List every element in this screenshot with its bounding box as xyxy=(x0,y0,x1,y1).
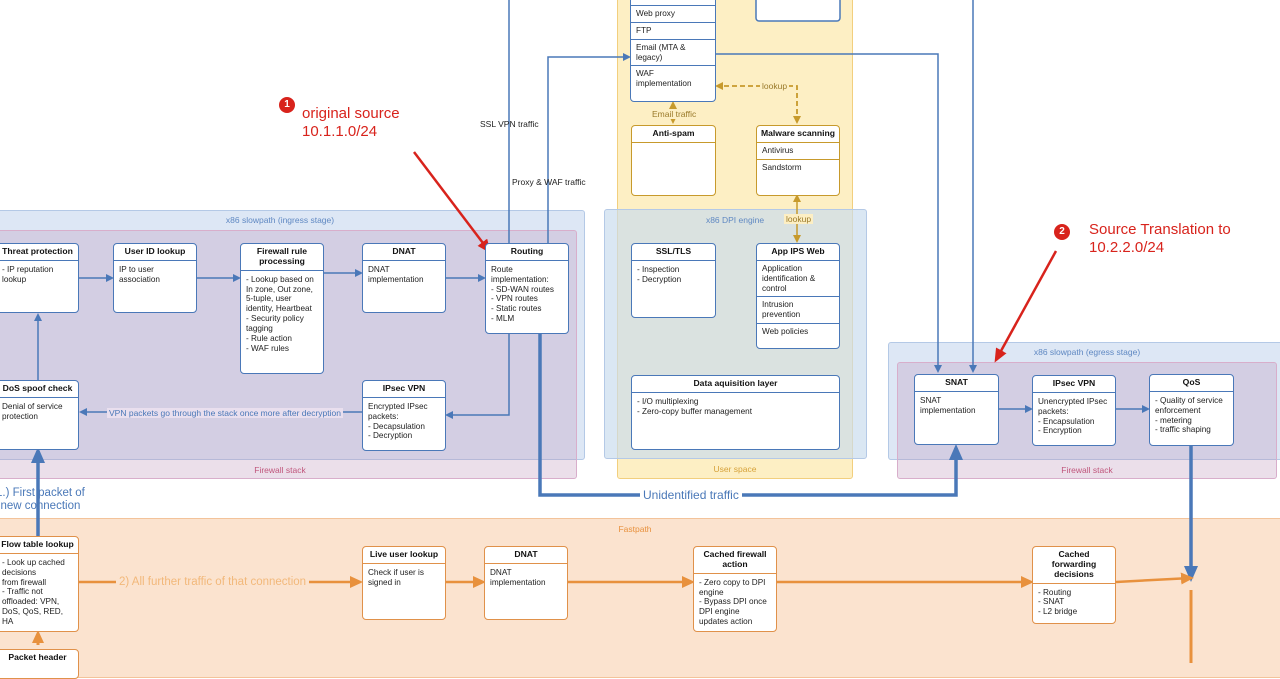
user-id-lookup-body: IP to user association xyxy=(119,264,160,284)
data-acquisition-body: - I/O multiplexing - Zero-copy buffer ma… xyxy=(637,396,752,416)
egress-label: x86 slowpath (egress stage) xyxy=(1033,347,1141,357)
proxy-item-header xyxy=(631,0,715,6)
threat-protection-title: Threat protection xyxy=(0,244,78,261)
app-ips-item-web: Web policies xyxy=(762,327,809,337)
firewall-rule-body: - Lookup based on In zone, Out zone, 5-t… xyxy=(246,274,314,353)
data-acquisition-title: Data aquisition layer xyxy=(632,376,839,393)
anti-spam-title: Anti-spam xyxy=(632,126,715,143)
dnat-ingress-title: DNAT xyxy=(363,244,445,261)
annotation-2-badge: 2 xyxy=(1054,224,1070,240)
unidentified-traffic-label: Unidentified traffic xyxy=(640,488,742,502)
qos-box: QoS - Quality of service enforcement - m… xyxy=(1149,374,1234,446)
ipsec-egress-body: Unencrypted IPsec packets: - Encapsulati… xyxy=(1038,396,1108,436)
dnat-ingress-box: DNAT DNAT implementation xyxy=(362,243,446,313)
first-packet-label: 1.) First packet of new connection xyxy=(0,487,85,513)
user-id-lookup-title: User ID lookup xyxy=(114,244,196,261)
fastpath-label: Fastpath xyxy=(618,524,652,534)
flow-table-lookup-body: - Look up cached decisions from firewall… xyxy=(2,557,65,626)
ipsec-egress-title: IPsec VPN xyxy=(1033,376,1115,393)
lookup-mid-label: lookup xyxy=(784,214,814,224)
live-user-lookup-body: Check if user is signed in xyxy=(368,567,424,587)
cached-forwarding-title: Cached forwarding decisions xyxy=(1033,547,1115,584)
firewall-rule-title: Firewall rule processing xyxy=(241,244,323,271)
annotation-1-text: original source 10.1.1.0/24 xyxy=(302,105,400,140)
routing-title: Routing xyxy=(486,244,568,261)
proxy-item-ftp: FTP xyxy=(631,23,715,40)
dpi-label: x86 DPI engine xyxy=(705,215,765,225)
app-ips-web-title: App IPS Web xyxy=(757,244,839,261)
ssl-tls-body: - Inspection - Decryption xyxy=(637,264,682,284)
firewall-label-left: Firewall stack xyxy=(254,465,306,475)
dnat-ingress-body: DNAT implementation xyxy=(368,264,424,284)
dnat-fastpath-body: DNAT implementation xyxy=(490,567,546,587)
qos-title: QoS xyxy=(1150,375,1233,392)
user-space-label: User space xyxy=(713,464,757,474)
app-ips-item-appctrl: Application identification & control xyxy=(757,261,839,298)
cached-forwarding-body: - Routing - SNAT - L2 bridge xyxy=(1038,587,1078,617)
threat-protection-box: Threat protection - IP reputation lookup xyxy=(0,243,79,313)
firewall-rule-box: Firewall rule processing - Lookup based … xyxy=(240,243,324,374)
vpn-packets-label: VPN packets go through the stack once mo… xyxy=(107,408,343,418)
proxy-item-email: Email (MTA & legacy) xyxy=(631,40,715,67)
annotation-2-text: Source Translation to 10.2.2.0/24 xyxy=(1089,221,1231,256)
cached-firewall-title: Cached firewall action xyxy=(694,547,776,574)
ipsec-ingress-box: IPsec VPN Encrypted IPsec packets: - Dec… xyxy=(362,380,446,451)
routing-box: Routing Route implementation: - SD-WAN r… xyxy=(485,243,569,334)
app-ips-item-ips: Intrusion prevention xyxy=(757,297,839,325)
dnat-fastpath-title: DNAT xyxy=(485,547,567,564)
malware-scanning-title: Malware scanning xyxy=(757,126,839,143)
live-user-lookup-box: Live user lookup Check if user is signed… xyxy=(362,546,446,620)
firewall-label-right: Firewall stack xyxy=(1061,465,1113,475)
snat-title: SNAT xyxy=(915,375,998,392)
qos-body: - Quality of service enforcement - meter… xyxy=(1155,395,1223,435)
malware-scanning-box: Malware scanning Antivirus Sandstorm xyxy=(756,125,840,196)
snat-body: SNAT implementation xyxy=(920,395,976,415)
packet-header-box: Packet header xyxy=(0,649,79,679)
ssl-tls-title: SSL/TLS xyxy=(632,244,715,261)
cached-firewall-body: - Zero copy to DPI engine - Bypass DPI o… xyxy=(699,577,767,627)
live-user-lookup-title: Live user lookup xyxy=(363,547,445,564)
ipsec-egress-box: IPsec VPN Unencrypted IPsec packets: - E… xyxy=(1032,375,1116,446)
cached-firewall-box: Cached firewall action - Zero copy to DP… xyxy=(693,546,777,632)
routing-body: Route implementation: - SD-WAN routes - … xyxy=(491,264,554,324)
proxy-services-box: Web proxy FTP Email (MTA & legacy) WAF i… xyxy=(630,0,716,102)
lookup-top-label: lookup xyxy=(760,81,790,91)
email-traffic-label: Email traffic xyxy=(652,109,697,119)
dos-spoof-body: Denial of service protection xyxy=(2,401,63,421)
ipsec-ingress-title: IPsec VPN xyxy=(363,381,445,398)
flow-table-lookup-title: Flow table lookup xyxy=(0,537,78,554)
flow-table-lookup-box: Flow table lookup - Look up cached decis… xyxy=(0,536,79,632)
snat-box: SNAT SNAT implementation xyxy=(914,374,999,445)
data-acquisition-box: Data aquisition layer - I/O multiplexing… xyxy=(631,375,840,450)
dnat-fastpath-box: DNAT DNAT implementation xyxy=(484,546,568,620)
packet-header-title: Packet header xyxy=(8,652,67,662)
dos-spoof-title: DoS spoof check xyxy=(0,381,78,398)
annotation-1-badge: 1 xyxy=(279,97,295,113)
malware-item-sandstorm: Sandstorm xyxy=(762,162,802,172)
ingress-label: x86 slowpath (ingress stage) xyxy=(225,215,335,225)
proxy-item-waf: WAF implementation xyxy=(636,69,692,89)
further-traffic-label: 2) All further traffic of that connectio… xyxy=(116,576,310,588)
cached-forwarding-box: Cached forwarding decisions - Routing - … xyxy=(1032,546,1116,624)
user-id-lookup-box: User ID lookup IP to user association xyxy=(113,243,197,313)
ipsec-ingress-body: Encrypted IPsec packets: - Decapsulation… xyxy=(368,401,428,441)
ssl-vpn-traffic-label: SSL VPN traffic xyxy=(480,119,539,129)
threat-protection-body: - IP reputation lookup xyxy=(2,264,54,284)
anti-spam-box: Anti-spam xyxy=(631,125,716,196)
proxy-item-web: Web proxy xyxy=(631,6,715,23)
ssl-tls-box: SSL/TLS - Inspection - Decryption xyxy=(631,243,716,318)
dos-spoof-box: DoS spoof check Denial of service protec… xyxy=(0,380,79,450)
malware-item-antivirus: Antivirus xyxy=(757,143,839,160)
app-ips-web-box: App IPS Web Application identification &… xyxy=(756,243,840,349)
proxy-waf-traffic-label: Proxy & WAF traffic xyxy=(512,177,586,187)
